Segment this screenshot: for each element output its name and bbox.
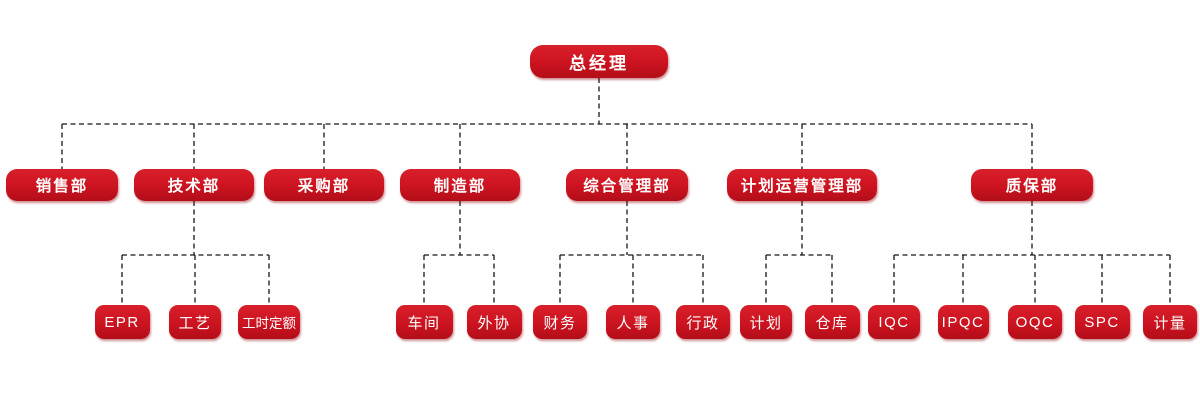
org-node-label: 制造部 (433, 178, 487, 195)
org-node-manufacturing-dept: 制造部 (400, 169, 520, 201)
org-node-quality-assurance-dept: 质保部 (971, 169, 1093, 201)
org-node-label: 采购部 (297, 178, 351, 195)
org-node-label: 财务 (543, 314, 577, 332)
org-node-label: 工艺 (178, 314, 212, 332)
org-node-label: 计量 (1153, 314, 1187, 332)
org-node-metrology: 计量 (1143, 305, 1197, 339)
org-node-hr: 人事 (606, 305, 660, 339)
org-node-label: 总经理 (569, 54, 629, 73)
org-node-craft: 工艺 (169, 305, 221, 339)
org-node-label: 计划运营管理部 (740, 178, 864, 195)
org-node-label: 仓库 (815, 314, 849, 332)
org-node-warehouse: 仓库 (804, 305, 860, 339)
org-node-sales-dept: 销售部 (6, 169, 118, 201)
org-node-label: EPR (104, 313, 140, 331)
org-node-finance: 财务 (533, 305, 587, 339)
org-node-label: 行政 (686, 314, 720, 332)
org-node-administration: 行政 (676, 305, 730, 339)
org-node-label: 工时定额 (242, 316, 296, 331)
org-node-planning-operations-dept: 计划运营管理部 (727, 169, 877, 201)
org-node-iqc: IQC (868, 305, 920, 339)
org-node-general-manager: 总经理 (530, 45, 668, 78)
org-node-outsourcing: 外协 (466, 305, 522, 339)
org-node-planning: 计划 (740, 305, 792, 339)
org-node-label: IQC (878, 313, 910, 331)
org-node-general-management-dept: 综合管理部 (566, 169, 688, 201)
org-node-label: 车间 (407, 314, 441, 332)
org-node-label: 技术部 (167, 178, 221, 195)
org-node-ipqc: IPQC (937, 305, 989, 339)
org-node-label: 销售部 (35, 178, 89, 195)
org-node-epr: EPR (94, 305, 150, 339)
org-node-label: 计划 (749, 314, 783, 332)
org-node-label: SPC (1084, 313, 1120, 331)
org-node-label: IPQC (941, 313, 985, 331)
org-node-label: 外协 (477, 314, 511, 332)
org-node-spc: SPC (1074, 305, 1130, 339)
org-node-man-hour-quota: 工时定额 (238, 305, 300, 339)
org-node-label: OQC (1015, 313, 1055, 331)
org-node-label: 质保部 (1005, 178, 1059, 195)
org-node-workshop: 车间 (395, 305, 453, 339)
org-node-label: 综合管理部 (583, 178, 671, 195)
org-node-purchasing-dept: 采购部 (264, 169, 384, 201)
org-node-oqc: OQC (1008, 305, 1062, 339)
org-node-label: 人事 (616, 314, 650, 332)
org-node-technology-dept: 技术部 (134, 169, 254, 201)
